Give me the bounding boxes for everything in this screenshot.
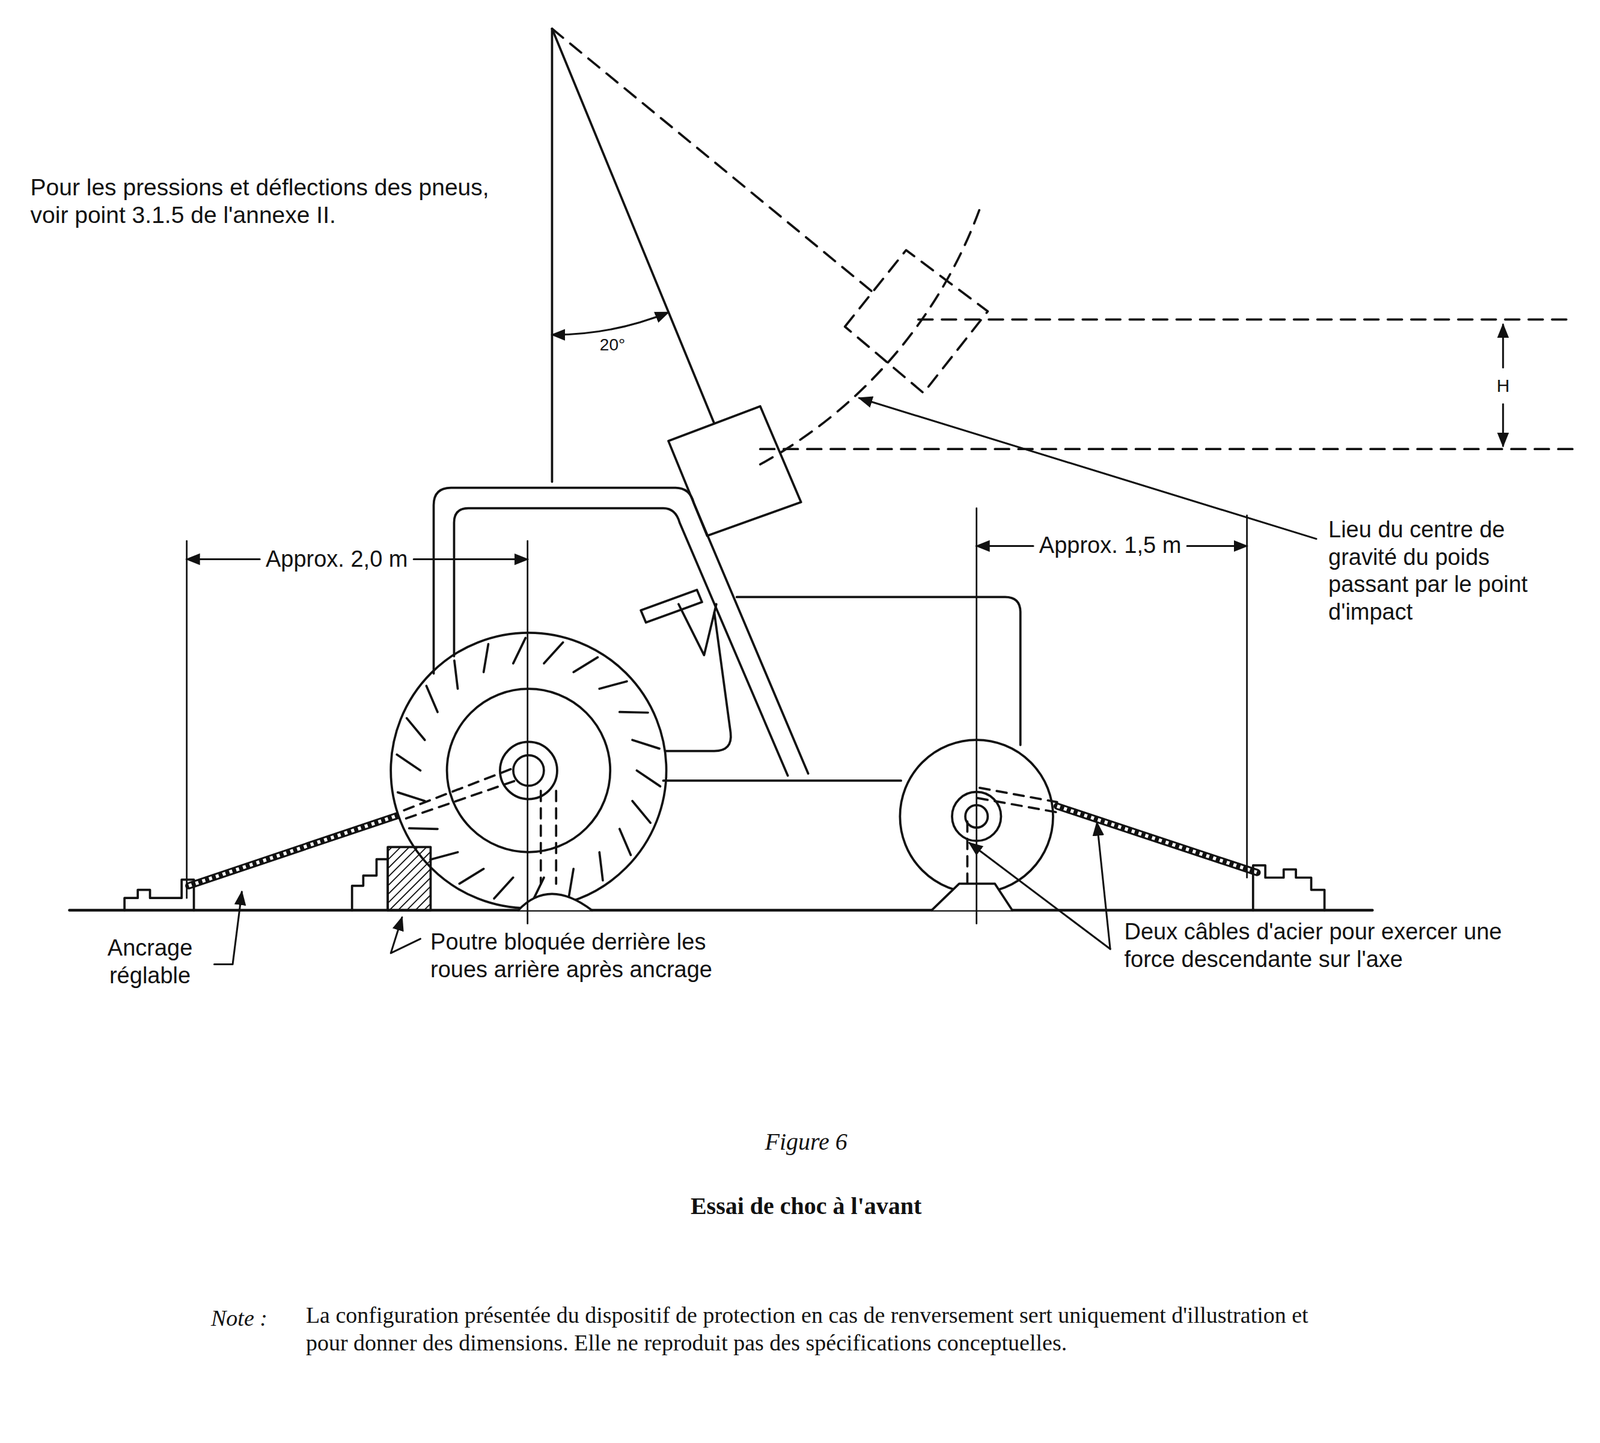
dimension-label: H: [1494, 375, 1512, 397]
dimension-arrow: [413, 558, 528, 561]
callout-label: Deux câbles d'acier pour exercer une for…: [1122, 918, 1523, 974]
rear-wheel-tyre: [390, 632, 666, 909]
hidden-cable: [403, 767, 516, 811]
tyre-tread: [599, 852, 603, 881]
tyre-tread: [406, 718, 425, 740]
rops-frame-inner: [453, 508, 788, 776]
tyre-tread: [599, 681, 627, 689]
angle-label: 20°: [598, 334, 627, 356]
height-reference-line: [918, 318, 1572, 321]
pendulum-weight-raised: [845, 250, 989, 394]
caption: Essai de choc à l'avant: [688, 1191, 924, 1221]
tyre-tread: [543, 642, 564, 664]
drawing-group: [69, 28, 1577, 965]
pendulum-arm: [551, 28, 715, 424]
adjustable-anchor: [124, 879, 194, 911]
dimension-extension-line: [185, 540, 188, 898]
leader-line: [969, 843, 1111, 950]
tyre-tread: [573, 657, 598, 673]
hidden-cable: [977, 798, 1057, 813]
tyre-tread: [619, 828, 632, 855]
leader-line: [858, 397, 1317, 539]
pendulum-weight: [668, 406, 802, 537]
tyre-tread: [409, 828, 438, 829]
blocking-beam: [387, 846, 431, 910]
tyre-tread: [397, 792, 425, 801]
leader-line: [1096, 822, 1111, 950]
rops-frame-outer: [433, 488, 809, 774]
ground-line: [69, 908, 1373, 912]
angle-arc: [551, 312, 669, 335]
tyre-tread: [454, 660, 459, 689]
tyre-tread: [513, 637, 526, 664]
rear-axle: [513, 755, 544, 787]
height-dimension-arrow: [1502, 404, 1504, 447]
rear-wheel-support: [518, 893, 592, 910]
note-heading: Note :: [209, 1304, 270, 1333]
engine-hood: [736, 596, 1021, 745]
tyre-tread: [636, 770, 660, 787]
hidden-cable: [406, 779, 519, 819]
callout-label: Ancrage réglable: [88, 934, 213, 990]
note-text: La configuration présentée du dispositif…: [304, 1301, 1342, 1357]
front-wheel-support: [931, 883, 1013, 910]
steel-cable-hatching: [1057, 806, 1258, 873]
tyre-tread: [568, 869, 574, 898]
tyre-tread: [430, 852, 459, 860]
dimension-extension-line: [526, 540, 529, 924]
tyre-tread: [483, 644, 489, 673]
hidden-support: [539, 790, 543, 884]
seat-back: [665, 612, 731, 752]
dimension-extension-line: [1245, 515, 1248, 879]
hidden-cable: [979, 787, 1058, 803]
annotation-note: Pour les pressions et déflections des pn…: [28, 173, 514, 231]
steering-wheel: [640, 589, 703, 623]
height-dimension-arrow: [1502, 324, 1504, 368]
dimension-label: Approx. 2,0 m: [263, 545, 410, 574]
dimension-label: Approx. 1,5 m: [1037, 531, 1184, 560]
tyre-tread: [494, 877, 514, 899]
pendulum-arm-raised: [551, 28, 878, 297]
leader-line: [214, 891, 243, 965]
dimension-arrow: [1187, 545, 1247, 547]
beam-anchor: [352, 859, 388, 911]
steering-column: [678, 604, 717, 656]
pendulum-swing-arc: [760, 209, 980, 465]
dimension-arrow: [976, 545, 1034, 547]
steel-cable: [1057, 806, 1258, 873]
vertical-reference-line: [551, 28, 554, 483]
leader-line: [390, 917, 421, 953]
figure-number: Figure 6: [762, 1127, 849, 1157]
rear-wheel-rim: [447, 688, 611, 853]
tyre-tread: [632, 801, 651, 823]
callout-label: Lieu du centre de gravité du poids passa…: [1326, 516, 1571, 626]
cable-anchor: [1253, 865, 1325, 911]
hidden-support: [554, 790, 558, 884]
tyre-tread: [426, 685, 438, 712]
chassis-line: [663, 779, 902, 782]
tyre-tread: [619, 712, 648, 713]
hidden-support: [966, 821, 969, 885]
callout-label: Poutre bloquée derrière les roues arrièr…: [428, 928, 745, 984]
dimension-extension-line: [975, 508, 978, 924]
tyre-tread: [396, 754, 421, 771]
dimension-arrow: [186, 558, 260, 561]
tyre-tread: [459, 869, 484, 885]
height-reference-line: [760, 447, 1577, 451]
tyre-tread: [632, 739, 660, 749]
